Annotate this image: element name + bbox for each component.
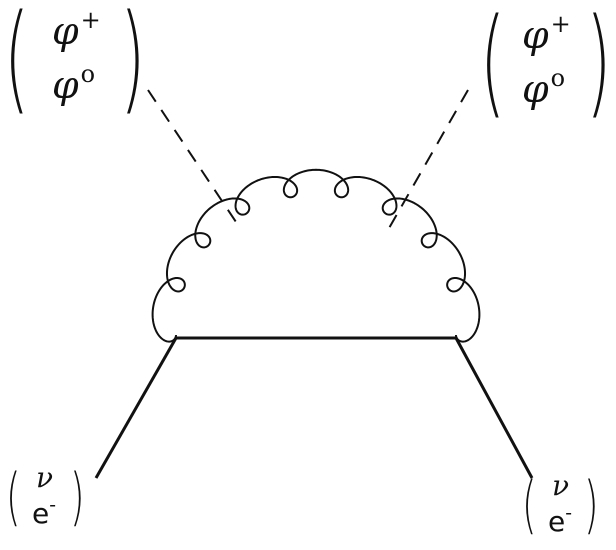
nu-symbol: ν <box>552 469 570 502</box>
upper-field: φ+ <box>522 12 571 57</box>
phi-symbol: φ <box>52 63 79 107</box>
minus-superscript: - <box>49 492 56 516</box>
scalar-line-right <box>387 89 469 231</box>
zero-superscript: o <box>80 60 96 88</box>
phi-symbol: φ <box>522 13 549 57</box>
electron-symbol: e <box>32 497 50 530</box>
fermion-line-left <box>94 337 178 479</box>
right-paren: ) <box>584 468 599 541</box>
scalar-line-left <box>147 89 241 229</box>
electron-symbol: e <box>548 505 566 538</box>
left-paren: ( <box>4 0 30 126</box>
minus-superscript: - <box>565 500 572 524</box>
left-paren: ( <box>6 460 21 533</box>
phi-symbol: φ <box>52 9 79 53</box>
upper-field: ν <box>36 464 53 492</box>
left-paren: ( <box>522 468 537 541</box>
right-paren: ) <box>70 460 85 533</box>
lower-field: e- <box>32 494 56 530</box>
nu-symbol: ν <box>36 461 54 494</box>
phi-symbol: φ <box>522 67 549 111</box>
lower-field: φo <box>522 66 565 111</box>
left-paren: ( <box>480 0 506 130</box>
gluon-loop <box>151 168 481 343</box>
right-paren: ) <box>586 0 612 130</box>
right-paren: ) <box>120 0 146 126</box>
upper-field: φ+ <box>52 8 101 53</box>
fermion-line-right <box>454 337 534 479</box>
lower-field: φo <box>52 62 95 107</box>
bottom-right-doublet: ( ν e- ) <box>522 470 612 550</box>
lower-field: e- <box>548 502 572 538</box>
plus-superscript: + <box>80 6 101 34</box>
zero-superscript: o <box>550 64 566 92</box>
bottom-left-doublet: ( ν e- ) <box>6 462 96 542</box>
top-right-doublet: ( φ+ φo ) <box>476 0 616 134</box>
upper-field: ν <box>552 472 569 500</box>
plus-superscript: + <box>550 10 571 38</box>
top-left-doublet: ( φ+ φo ) <box>0 0 150 130</box>
